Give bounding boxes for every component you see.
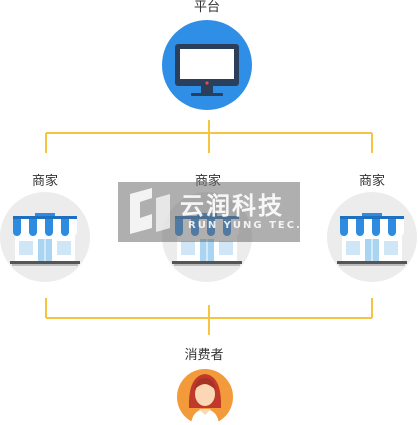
bottom-connector [45,298,373,335]
top-connector [45,120,373,153]
platform-label: 平台 [193,0,220,15]
watermark-name: 云润科技 [180,192,284,220]
merchant-label-1: 商家 [31,174,58,189]
platform-node [162,20,252,110]
monitor-icon [175,44,239,96]
merchant-node-3 [327,192,417,282]
consumer-label: 消费者 [184,348,224,363]
merchant-node-1 [0,192,90,282]
watermark: 云润科技 RUN YUNG TEC. [118,182,300,242]
store-icon [10,213,80,266]
woman-avatar-icon [188,374,222,425]
store-icon [337,213,407,266]
consumer-node [177,369,233,425]
watermark-subtitle: RUN YUNG TEC. [188,220,302,231]
merchant-label-3: 商家 [358,174,385,189]
watermark-logo-icon [130,188,170,234]
